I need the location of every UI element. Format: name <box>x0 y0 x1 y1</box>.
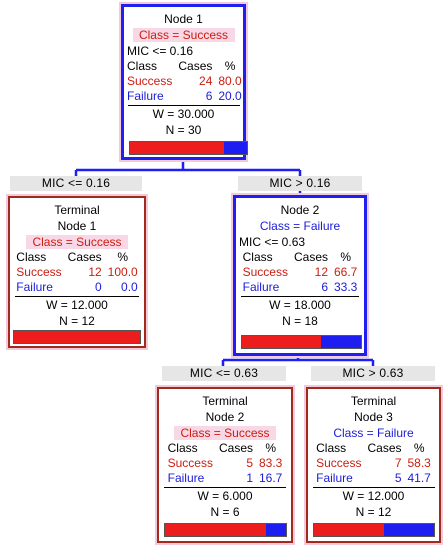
class-label: Class = Success <box>10 234 144 250</box>
n-label: N = 6 <box>210 505 240 519</box>
bar-success-segment <box>14 331 140 343</box>
bar-failure-segment <box>321 336 361 348</box>
node-title: Node 3 <box>354 410 393 424</box>
weight-label: W = 18.000 <box>269 298 331 312</box>
edge-label-node2-left: MIC <= 0.63 <box>162 366 286 381</box>
edge-label-node2-right: MIC > 0.63 <box>311 366 435 381</box>
n-label: N = 12 <box>355 505 392 519</box>
weight-label: W = 12.000 <box>46 298 108 312</box>
weight-label: W = 6.000 <box>197 489 253 503</box>
class-label: Class = Failure <box>259 219 341 233</box>
split-rule: MIC <= 0.16 <box>127 44 194 58</box>
bar-success-segment <box>165 524 266 536</box>
node-title: Node 1 <box>164 12 203 26</box>
node-title: Node 1 <box>57 219 97 233</box>
class-label: Class = Success <box>124 27 243 43</box>
node-kind: Terminal <box>54 203 100 217</box>
class-distribution-bar <box>129 141 248 155</box>
node-2[interactable]: Node 2 Class = Failure MIC <= 0.63 Class… <box>231 193 369 358</box>
n-label: N = 12 <box>59 314 95 328</box>
n-label: N = 18 <box>282 314 318 328</box>
bar-success-segment <box>130 142 224 154</box>
bar-failure-segment <box>383 524 434 536</box>
edge-label-root-right: MIC > 0.16 <box>238 176 362 191</box>
bar-success-segment <box>242 336 322 348</box>
edge-label-root-left: MIC <= 0.16 <box>10 176 142 191</box>
n-label: N = 30 <box>165 123 202 137</box>
class-label: Class = Failure <box>333 426 414 440</box>
class-label: Class = Success <box>159 425 291 441</box>
node-kind: Terminal <box>350 394 397 408</box>
class-distribution-bar <box>313 523 435 537</box>
weight-label: W = 30.000 <box>152 107 215 121</box>
bar-success-segment <box>314 524 384 536</box>
node-1-root[interactable]: Node 1 Class = Success MIC <= 0.16 Class… <box>119 2 248 162</box>
class-distribution-bar <box>13 330 141 344</box>
bar-failure-segment <box>223 142 247 154</box>
weight-label: W = 12.000 <box>342 489 405 503</box>
node-kind: Terminal <box>202 394 248 408</box>
bar-failure-segment <box>265 524 286 536</box>
node-title: Node 2 <box>280 203 320 217</box>
split-rule: MIC <= 0.63 <box>239 235 306 249</box>
class-distribution-bar <box>164 523 287 537</box>
class-distribution-bar <box>241 335 362 349</box>
node-title: Node 2 <box>205 410 245 424</box>
